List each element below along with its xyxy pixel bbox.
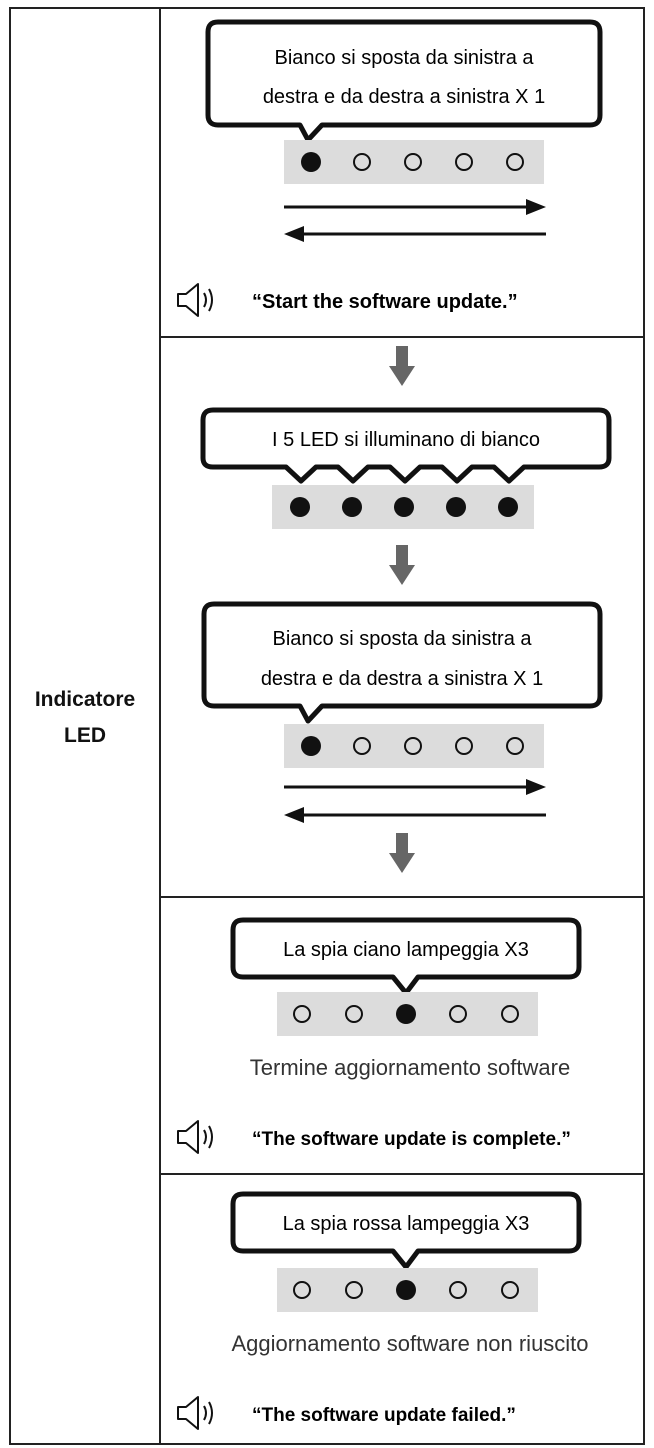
step1-speech-bubble xyxy=(205,19,603,143)
failed-voice-prompt: “The software update failed.” xyxy=(252,1405,516,1426)
led-off-icon xyxy=(345,1005,363,1023)
led-on-icon xyxy=(394,497,414,517)
led-off-icon xyxy=(506,153,524,171)
down-arrow-icon xyxy=(389,346,415,386)
led-off-icon xyxy=(449,1281,467,1299)
led-off-icon xyxy=(506,737,524,755)
step3-bubble-line2: destra e da destra a sinistra X 1 xyxy=(261,668,543,690)
step2-group: I 5 LED si illuminano di bianco xyxy=(200,407,612,529)
table-outline xyxy=(9,7,645,1445)
right-arrow-icon xyxy=(284,779,546,795)
step3-group: Bianco si sposta da sinistra a destra e … xyxy=(201,601,603,823)
led-off-icon xyxy=(353,153,371,171)
led-off-icon xyxy=(404,153,422,171)
led-off-icon xyxy=(293,1005,311,1023)
step2-speech-bubble xyxy=(200,407,612,484)
led-on-icon xyxy=(290,497,310,517)
left-arrow-icon xyxy=(284,226,546,242)
complete-speech-bubble xyxy=(230,917,582,996)
complete-bubble-text: La spia ciano lampeggia X3 xyxy=(283,939,529,961)
row-label-line1: Indicatore xyxy=(34,688,136,711)
speaker-icon xyxy=(177,1396,213,1430)
led-off-icon xyxy=(455,737,473,755)
led-on-icon xyxy=(498,497,518,517)
led-off-icon xyxy=(501,1005,519,1023)
failed-group: La spia rossa lampeggia X3 Aggiornamento… xyxy=(177,1191,589,1430)
step2-bubble-line1: I 5 LED si illuminano di bianco xyxy=(272,429,540,451)
led-off-icon xyxy=(404,737,422,755)
step3-led-strip xyxy=(284,724,544,768)
left-arrow-icon xyxy=(284,807,546,823)
failed-caption: Aggiornamento software non riuscito xyxy=(231,1331,588,1356)
step1-bubble-line2: destra e da destra a sinistra X 1 xyxy=(263,86,545,108)
led-on-icon xyxy=(301,736,321,756)
led-on-icon xyxy=(396,1004,416,1024)
complete-caption: Termine aggiornamento software xyxy=(250,1055,570,1080)
led-off-icon xyxy=(293,1281,311,1299)
failed-bubble-text: La spia rossa lampeggia X3 xyxy=(283,1213,530,1235)
speaker-icon xyxy=(177,1120,213,1154)
led-off-icon xyxy=(345,1281,363,1299)
step3-bubble-line1: Bianco si sposta da sinistra a xyxy=(272,628,532,650)
row-label: Indicatore LED xyxy=(10,682,160,754)
right-arrow-icon xyxy=(284,199,546,215)
table-grid xyxy=(9,7,645,1445)
down-arrow-icon xyxy=(389,545,415,585)
step3-speech-bubble xyxy=(201,601,603,724)
led-off-icon xyxy=(455,153,473,171)
led-off-icon xyxy=(449,1005,467,1023)
led-on-icon xyxy=(301,152,321,172)
led-on-icon xyxy=(396,1280,416,1300)
row-label-line2: LED xyxy=(64,724,106,747)
down-arrow-icon xyxy=(389,833,415,873)
led-on-icon xyxy=(446,497,466,517)
led-off-icon xyxy=(353,737,371,755)
step1-group: Bianco si sposta da sinistra a destra e … xyxy=(177,19,603,317)
led-on-icon xyxy=(342,497,362,517)
speaker-icon xyxy=(177,283,213,317)
complete-voice-prompt: “The software update is complete.” xyxy=(252,1129,571,1150)
step1-led-strip xyxy=(284,140,544,184)
step1-bubble-line1: Bianco si sposta da sinistra a xyxy=(274,47,534,69)
complete-group: La spia ciano lampeggia X3 Termine aggio… xyxy=(177,917,582,1154)
led-off-icon xyxy=(501,1281,519,1299)
failed-speech-bubble xyxy=(230,1191,582,1270)
step1-voice-prompt: “Start the software update.” xyxy=(252,291,518,313)
